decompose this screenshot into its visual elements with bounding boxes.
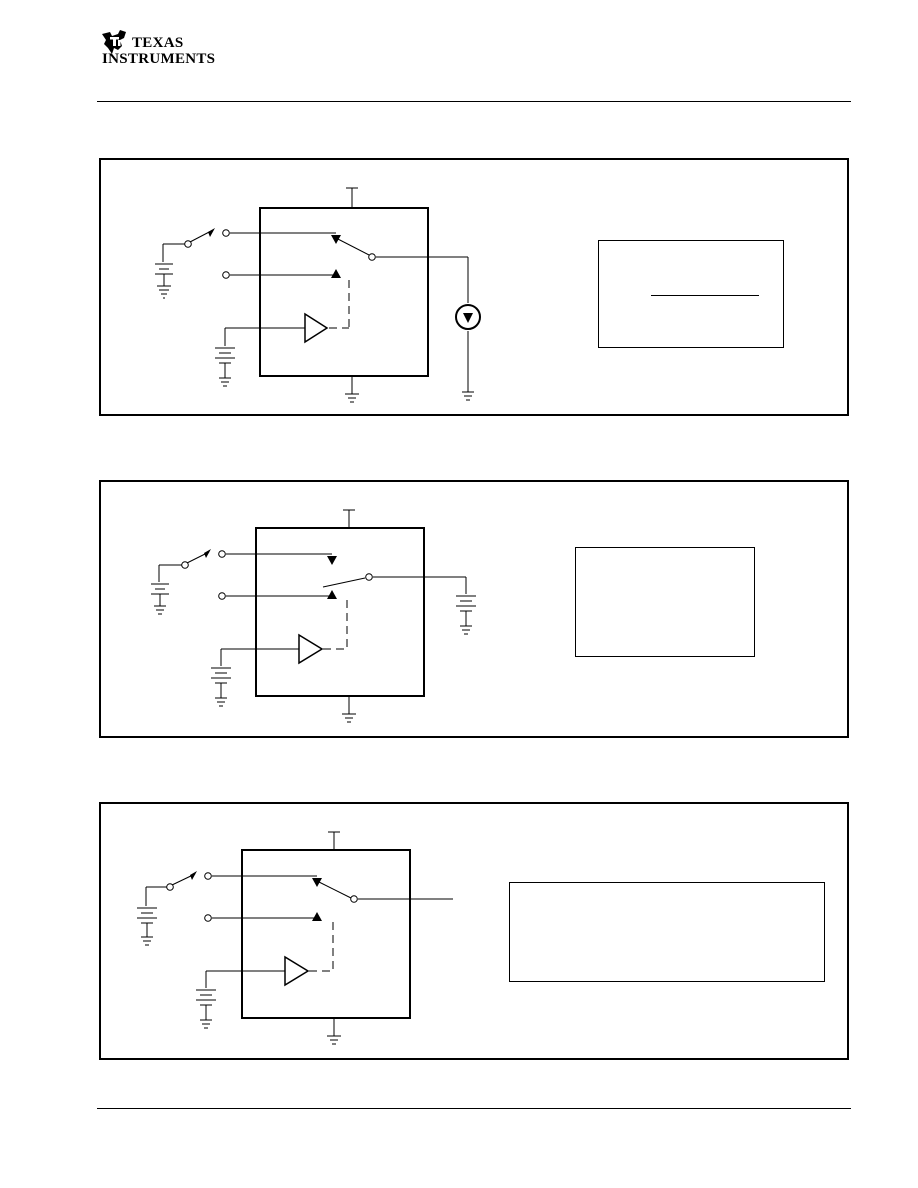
footer-rule bbox=[97, 1108, 851, 1109]
schematic-1 bbox=[155, 187, 481, 403]
buffer-icon bbox=[298, 633, 324, 665]
function-table-3 bbox=[509, 882, 825, 982]
figure-panel-3 bbox=[99, 802, 849, 1060]
schematic-2 bbox=[151, 509, 476, 723]
function-table-2 bbox=[575, 547, 755, 657]
ti-state-logo-icon bbox=[102, 30, 126, 54]
header-rule bbox=[97, 101, 851, 102]
function-table-1 bbox=[598, 240, 784, 348]
schematic-3 bbox=[137, 831, 453, 1045]
texas-instruments-logo: TEXAS INSTRUMENTS bbox=[100, 28, 220, 72]
current-source-icon bbox=[455, 304, 481, 330]
ic-body bbox=[259, 207, 429, 377]
logo-text-instruments: INSTRUMENTS bbox=[102, 51, 216, 67]
logo-text-texas: TEXAS bbox=[132, 35, 184, 51]
ic-body bbox=[241, 849, 411, 1019]
figure-panel-2 bbox=[99, 480, 849, 738]
buffer-icon bbox=[304, 312, 329, 344]
ic-body bbox=[255, 527, 425, 697]
table-rule bbox=[651, 295, 759, 296]
buffer-icon bbox=[284, 955, 310, 987]
figure-panel-1 bbox=[99, 158, 849, 416]
